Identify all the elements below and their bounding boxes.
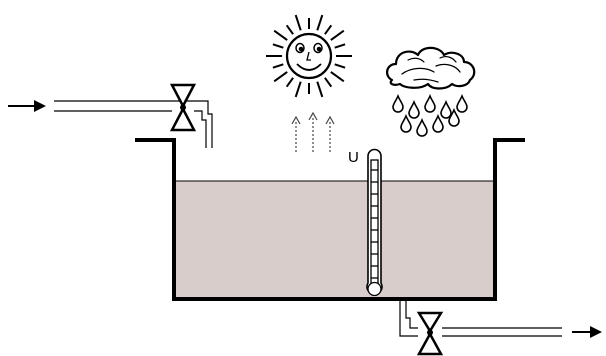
sun-ray — [330, 29, 345, 41]
sun-ray — [324, 24, 333, 35]
sun-ray — [294, 14, 302, 31]
sun-ray — [334, 63, 346, 69]
outflow-arrow-icon — [572, 326, 602, 338]
outlet-pipe — [399, 301, 562, 337]
outlet-valve-icon[interactable] — [416, 311, 444, 356]
sun-icon — [266, 14, 352, 98]
rain-drop — [456, 93, 468, 113]
sun-ray — [272, 43, 284, 49]
sun-ray — [285, 77, 294, 88]
rain-drop — [392, 93, 404, 113]
rain-drop — [424, 93, 436, 113]
rain-drop — [400, 113, 412, 133]
sun-ray — [273, 71, 288, 83]
sun-ray — [316, 81, 324, 98]
sun-ray — [294, 81, 302, 98]
sun-ray — [285, 24, 294, 35]
inlet-valve-icon[interactable] — [169, 83, 197, 132]
rain-drop — [408, 99, 420, 119]
sun-ray — [273, 29, 288, 41]
sun-ray — [324, 77, 333, 88]
evaporation-arrows-icon — [295, 116, 331, 152]
tank-water — [174, 181, 495, 298]
inflow-arrow-icon — [8, 100, 46, 112]
level-gauge-icon — [366, 148, 383, 297]
rain-drop — [432, 113, 444, 133]
rain-drop — [440, 99, 452, 119]
level-sensor-label: U — [348, 149, 359, 166]
sun-ray — [334, 43, 346, 49]
rain-cloud-icon — [386, 46, 476, 137]
tank-walls — [135, 138, 525, 301]
rain-drop — [416, 117, 428, 137]
sun-ray — [316, 14, 324, 31]
sun-ray — [330, 71, 345, 83]
inlet-pipe — [54, 100, 213, 148]
rain-drop — [448, 107, 460, 127]
sun-ray — [272, 63, 284, 69]
